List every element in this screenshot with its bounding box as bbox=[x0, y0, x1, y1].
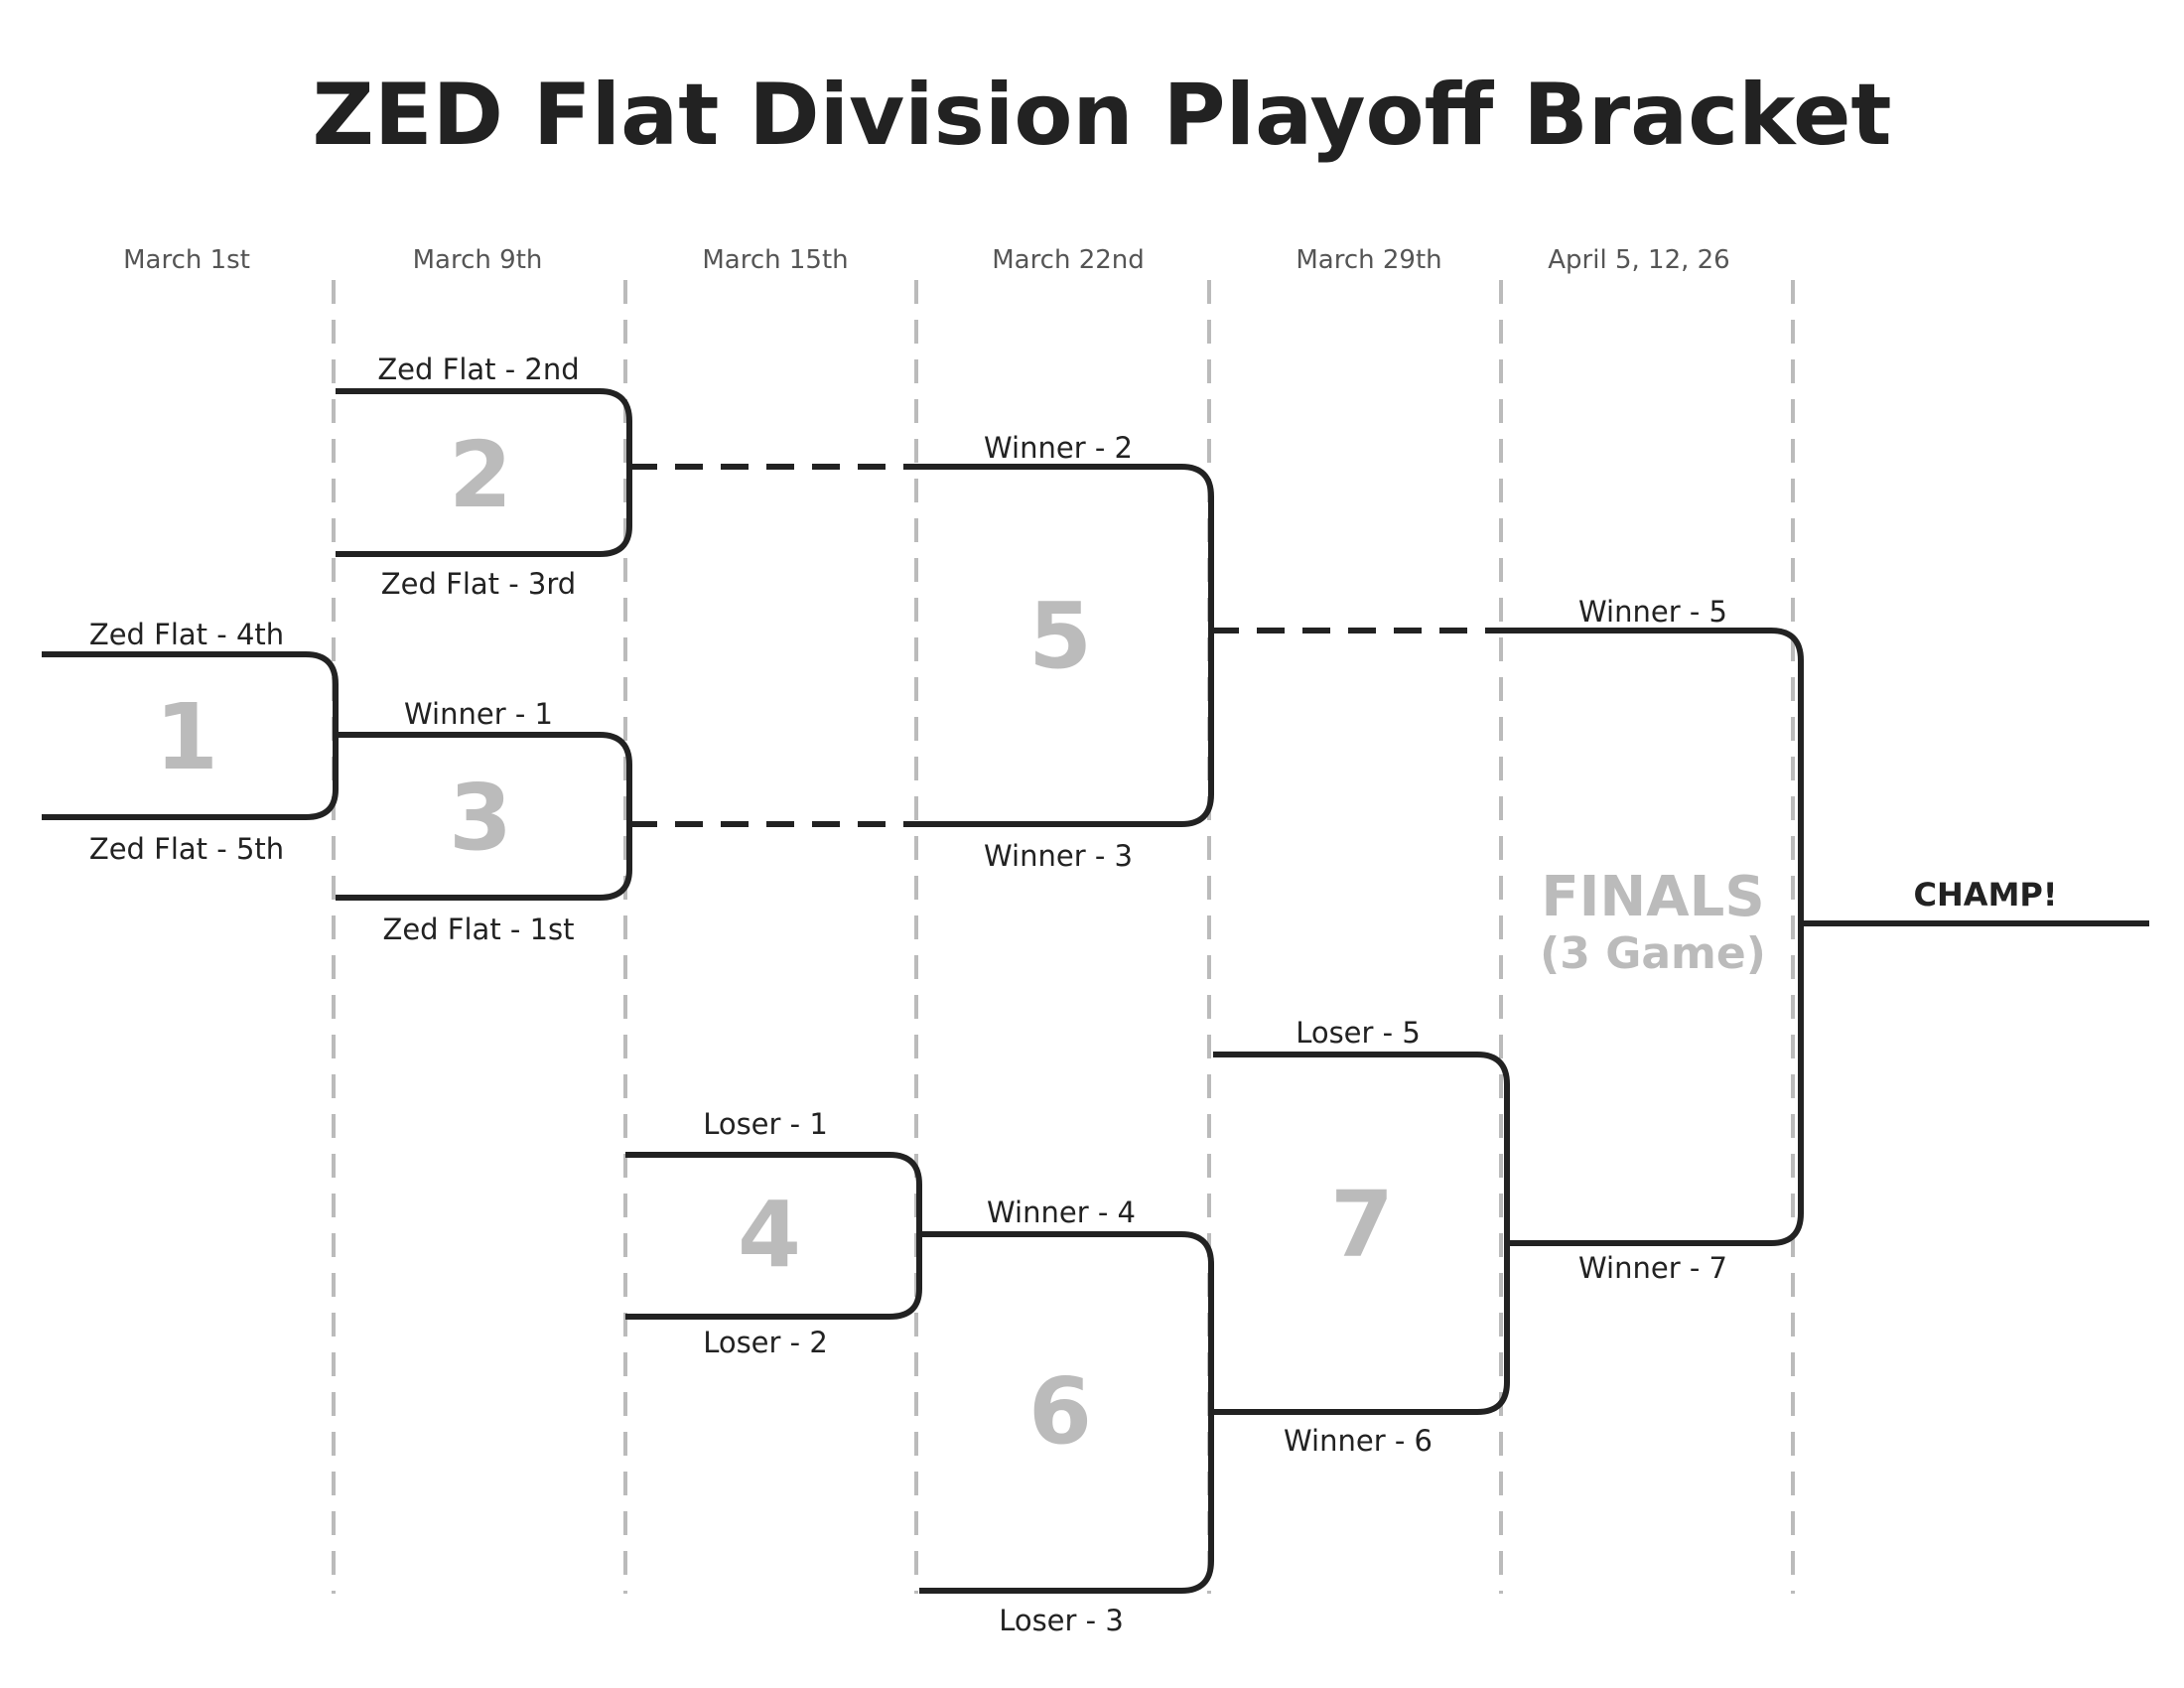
champion-label: CHAMP! bbox=[1914, 876, 2058, 914]
game-2-number: 2 bbox=[449, 422, 512, 528]
round-date-3: March 15th bbox=[702, 245, 848, 275]
game-3-top-slot: Winner - 1 bbox=[404, 697, 553, 731]
game-4-bottom-slot: Loser - 2 bbox=[703, 1326, 828, 1359]
game-2-bracket bbox=[336, 388, 632, 557]
game-6-bottom-slot: Loser - 3 bbox=[999, 1604, 1124, 1637]
round-date-2: March 9th bbox=[413, 245, 543, 275]
game-2-bottom-slot: Zed Flat - 3rd bbox=[381, 567, 576, 601]
finals-bottom-slot: Winner - 7 bbox=[1578, 1251, 1727, 1285]
game-4-number: 4 bbox=[738, 1182, 801, 1288]
game-5-number: 5 bbox=[1028, 583, 1092, 689]
bracket-title: ZED Flat Division Playoff Bracket bbox=[313, 66, 1892, 165]
game-3-bottom-slot: Zed Flat - 1st bbox=[382, 913, 574, 946]
game-4-top-slot: Loser - 1 bbox=[703, 1107, 828, 1141]
finals-sublabel: (3 Game) bbox=[1540, 928, 1766, 979]
game-2-top-slot: Zed Flat - 2nd bbox=[377, 352, 579, 386]
game-7-bracket bbox=[1213, 1052, 1510, 1415]
game-3-number: 3 bbox=[449, 765, 512, 871]
game-3-bracket bbox=[336, 732, 632, 901]
game-7-top-slot: Loser - 5 bbox=[1296, 1016, 1421, 1050]
game-7-number: 7 bbox=[1330, 1172, 1394, 1278]
game-1-number: 1 bbox=[155, 684, 218, 790]
game-1-bottom-slot: Zed Flat - 5th bbox=[89, 832, 284, 866]
finals-label: FINALS bbox=[1541, 865, 1764, 929]
round-date-4: March 22nd bbox=[992, 245, 1145, 275]
game-6-top-slot: Winner - 4 bbox=[987, 1196, 1136, 1229]
game-6-number: 6 bbox=[1028, 1358, 1092, 1465]
round-date-5: March 29th bbox=[1296, 245, 1441, 275]
finals-top-slot: Winner - 5 bbox=[1578, 595, 1727, 629]
game-5-bottom-slot: Winner - 3 bbox=[984, 839, 1133, 873]
game-5-bracket bbox=[913, 464, 1214, 827]
game-1-top-slot: Zed Flat - 4th bbox=[89, 618, 284, 651]
game-5-top-slot: Winner - 2 bbox=[984, 431, 1133, 465]
finals-bracket bbox=[1499, 628, 1804, 1246]
game-6-bracket bbox=[919, 1231, 1214, 1594]
round-date-6: April 5, 12, 26 bbox=[1548, 245, 1729, 275]
game-7-bottom-slot: Winner - 6 bbox=[1284, 1424, 1433, 1458]
round-date-1: March 1st bbox=[123, 245, 250, 275]
